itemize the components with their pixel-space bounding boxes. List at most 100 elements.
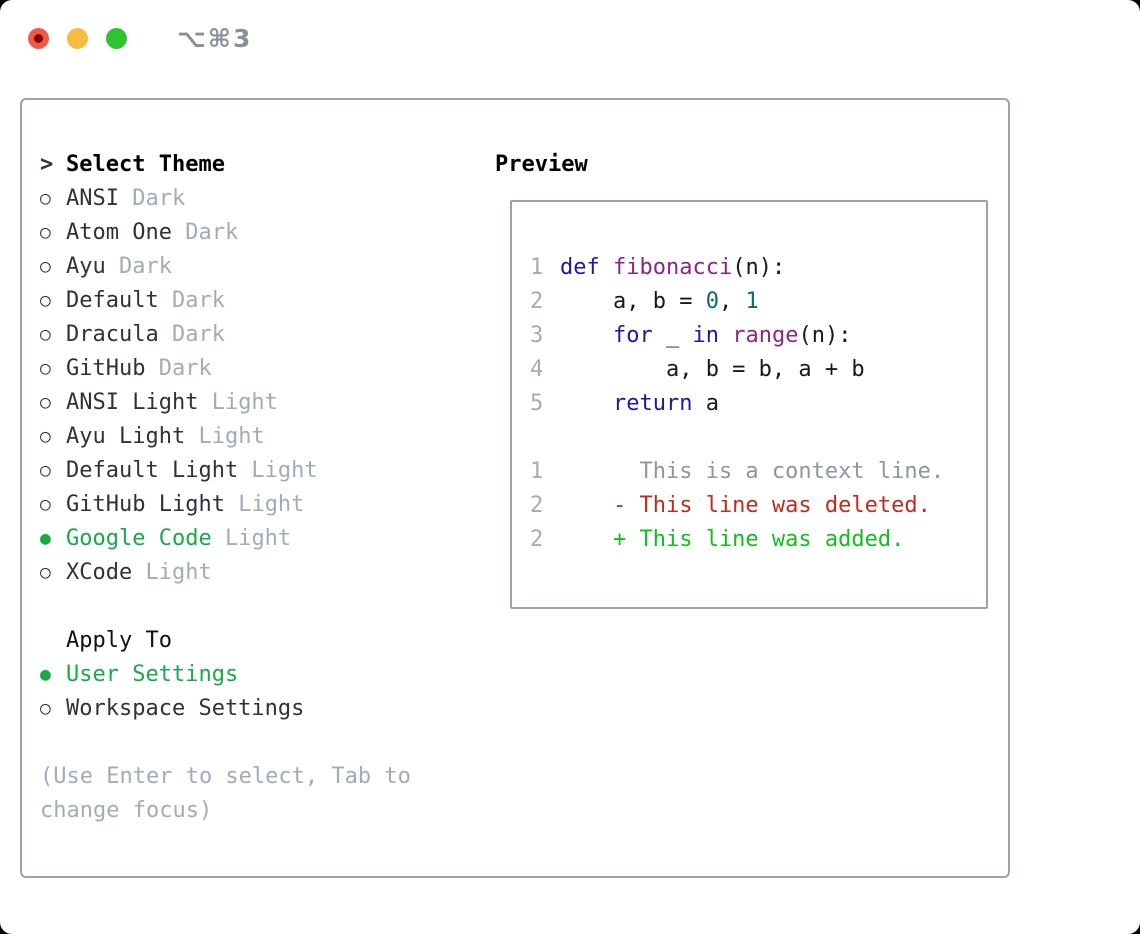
minimize-button[interactable] xyxy=(67,27,88,49)
theme-option[interactable]: ○ Default Light Light xyxy=(40,454,485,488)
theme-name: GitHub Light xyxy=(66,492,225,517)
line-number: 2 xyxy=(530,289,544,314)
preview-title: Preview xyxy=(495,152,588,177)
theme-option[interactable]: ○ GitHub Dark xyxy=(40,352,485,386)
apply-to-list: ● User Settings ○Workspace Settings xyxy=(40,658,485,726)
line-number: 2 xyxy=(530,493,544,518)
code-segment: a xyxy=(692,391,719,416)
code-segment: This is a context line. xyxy=(560,459,945,484)
preview-line: 2 + This line was added. xyxy=(530,523,986,557)
line-number: 5 xyxy=(530,391,544,416)
code-segment: - This line was deleted. xyxy=(560,493,931,518)
radio-unselected-icon: ○ xyxy=(40,392,51,413)
theme-picker-panel: > Select Theme ○ANSI Dark○Atom One Dark○… xyxy=(20,98,1010,878)
preview-line xyxy=(530,421,986,455)
theme-name: Ayu xyxy=(66,254,106,279)
radio-unselected-icon: ○ xyxy=(40,222,51,243)
radio-unselected-icon: ○ xyxy=(40,256,51,277)
code-segment xyxy=(560,391,613,416)
apply-to-option[interactable]: ○Workspace Settings xyxy=(40,692,485,726)
code-segment: in xyxy=(692,323,719,348)
maximize-button[interactable] xyxy=(106,27,127,49)
close-button[interactable] xyxy=(28,27,49,49)
radio-unselected-icon: ○ xyxy=(40,460,51,481)
code-segment: (n): xyxy=(732,255,786,280)
theme-option[interactable]: ○ Dracula Dark xyxy=(40,318,485,352)
code-segment: 1 xyxy=(745,289,759,314)
preview-line: 2 a, b = 0, 1 xyxy=(530,285,986,319)
theme-list: ○ANSI Dark○Atom One Dark○Ayu Dark○Defaul… xyxy=(40,182,485,590)
theme-variant: Light xyxy=(238,458,318,483)
preview-line: 3 for _ in range(n): xyxy=(530,319,986,353)
theme-option[interactable]: ○XCode Light xyxy=(40,556,485,590)
line-number: 1 xyxy=(530,459,544,484)
theme-option[interactable]: ○Default Dark xyxy=(40,284,485,318)
theme-variant: Dark xyxy=(158,322,225,347)
preview-line: 5 return a xyxy=(530,387,986,421)
apply-to-header: Apply To xyxy=(40,624,485,658)
radio-selected-icon: ● xyxy=(40,664,51,685)
theme-name: GitHub xyxy=(66,356,146,381)
apply-to-option-label: Workspace Settings xyxy=(66,696,305,721)
apply-to-title: Apply To xyxy=(66,628,172,653)
spacer xyxy=(40,590,485,624)
theme-option[interactable]: ○ Ayu Light Light xyxy=(40,420,485,454)
preview-line: 2 - This line was deleted. xyxy=(530,489,986,523)
code-segment: def xyxy=(560,255,600,280)
code-segment xyxy=(600,255,613,280)
titlebar: ⌥⌘3 xyxy=(28,24,252,53)
radio-unselected-icon: ○ xyxy=(40,188,51,209)
hint-text: (Use Enter to select, Tab to change focu… xyxy=(40,764,411,823)
theme-variant: Dark xyxy=(118,186,186,211)
code-segment: a, b = b, a + b xyxy=(560,357,865,382)
select-theme-header: > Select Theme xyxy=(40,148,485,182)
code-segment xyxy=(560,323,613,348)
preview-line: 1 def fibonacci(n): xyxy=(530,251,986,285)
code-segment: for xyxy=(612,323,653,348)
code-segment: a, b = xyxy=(560,289,706,314)
code-segment: return xyxy=(612,391,693,416)
code-segment: + This line was added. xyxy=(560,527,905,552)
apply-to-option[interactable]: ● User Settings xyxy=(40,658,485,692)
radio-selected-icon: ● xyxy=(40,528,51,549)
theme-variant: Dark xyxy=(105,254,172,279)
theme-name: Google Code xyxy=(66,526,212,551)
code-segment: fibonacci xyxy=(613,255,733,280)
theme-variant: Light xyxy=(185,424,265,449)
theme-option[interactable]: ●Google Code Light xyxy=(40,522,485,556)
code-segment: 0 xyxy=(705,289,719,314)
code-segment: range xyxy=(732,323,799,348)
apply-to-option-label: User Settings xyxy=(66,662,239,687)
theme-name: Default xyxy=(66,288,159,313)
theme-option[interactable]: ○Atom One Dark xyxy=(40,216,485,250)
theme-variant: Dark xyxy=(171,220,239,245)
select-theme-title: Select Theme xyxy=(66,152,225,177)
spacer xyxy=(40,726,485,760)
theme-name: XCode xyxy=(66,560,133,585)
theme-name: Ayu Light xyxy=(66,424,186,449)
theme-option[interactable]: ○ GitHub Light Light xyxy=(40,488,485,522)
line-number: 2 xyxy=(530,527,544,552)
theme-option[interactable]: ○ANSI Light Light xyxy=(40,386,485,420)
radio-unselected-icon: ○ xyxy=(40,324,51,345)
close-button-dot-icon xyxy=(34,33,43,43)
theme-variant: Light xyxy=(198,390,278,415)
theme-variant: Dark xyxy=(145,356,212,381)
radio-unselected-icon: ○ xyxy=(40,426,51,447)
code-segment: _ xyxy=(652,323,693,348)
code-segment: , xyxy=(718,289,746,314)
theme-name: Default Light xyxy=(66,458,239,483)
radio-unselected-icon: ○ xyxy=(40,358,51,379)
theme-option[interactable]: ○ Ayu Dark xyxy=(40,250,485,284)
radio-unselected-icon: ○ xyxy=(40,290,51,311)
preview-line: 1 This is a context line. xyxy=(530,455,986,489)
line-number: 1 xyxy=(530,255,544,280)
apply-to-indent xyxy=(40,624,66,658)
theme-name: Dracula xyxy=(66,322,159,347)
line-number: 4 xyxy=(530,357,544,382)
radio-unselected-icon: ○ xyxy=(40,494,51,515)
theme-option[interactable]: ○ANSI Dark xyxy=(40,182,485,216)
theme-variant: Light xyxy=(224,492,305,517)
